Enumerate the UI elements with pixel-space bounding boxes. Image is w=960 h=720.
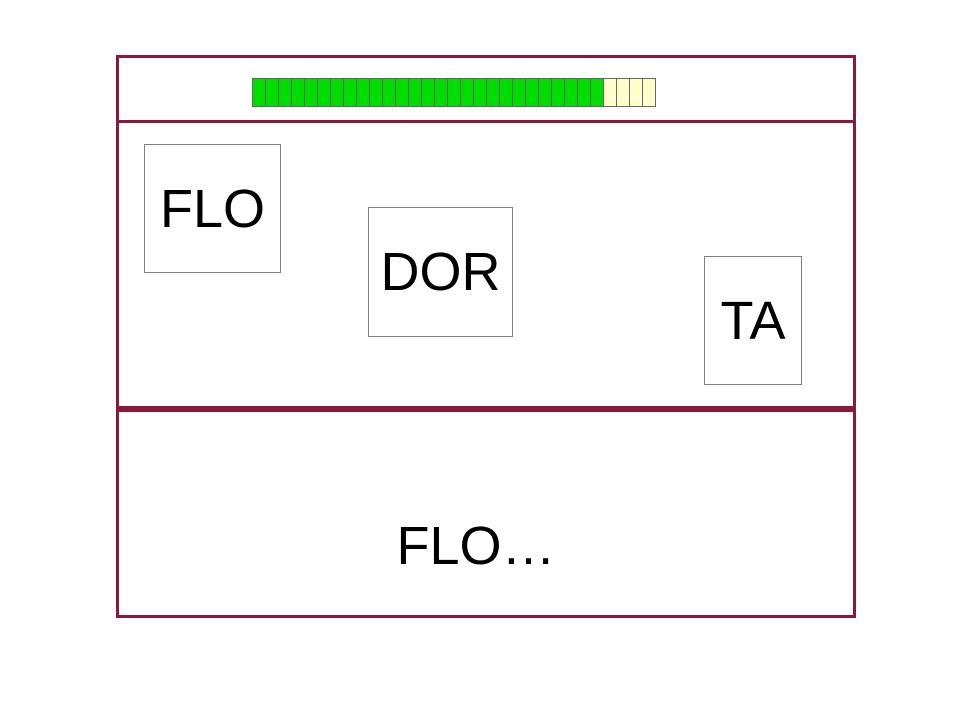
progress-segment-complete — [447, 78, 461, 107]
syllable-label: TA — [720, 290, 786, 351]
syllable-label: FLO — [159, 178, 266, 239]
progress-segment-complete — [512, 78, 526, 107]
progress-segment-complete — [382, 78, 396, 107]
progress-segment-complete — [473, 78, 487, 107]
syllable-label: DOR — [380, 242, 501, 302]
progress-segment-complete — [421, 78, 435, 107]
progress-segment-complete — [343, 78, 357, 107]
progress-segment-remaining — [603, 78, 617, 107]
progress-segment-complete — [291, 78, 305, 107]
answer-text: FLO… — [396, 516, 556, 576]
choices-panel — [116, 55, 856, 412]
progress-segment-remaining — [642, 78, 656, 107]
progress-segment-complete — [551, 78, 565, 107]
progress-bar — [252, 78, 656, 107]
progress-segment-complete — [460, 78, 474, 107]
progress-segment-complete — [538, 78, 552, 107]
answer-panel: FLO… — [116, 406, 856, 618]
progress-segment-complete — [499, 78, 513, 107]
progress-segment-remaining — [616, 78, 630, 107]
progress-segment-complete — [369, 78, 383, 107]
progress-segment-complete — [330, 78, 344, 107]
progress-segment-complete — [356, 78, 370, 107]
progress-header — [119, 58, 853, 123]
progress-segment-complete — [525, 78, 539, 107]
progress-segment-complete — [577, 78, 591, 107]
progress-segment-complete — [434, 78, 448, 107]
progress-segment-complete — [486, 78, 500, 107]
progress-segment-complete — [252, 78, 266, 107]
progress-segment-complete — [278, 78, 292, 107]
progress-segment-complete — [395, 78, 409, 107]
progress-segment-complete — [304, 78, 318, 107]
progress-segment-complete — [265, 78, 279, 107]
progress-segment-complete — [408, 78, 422, 107]
progress-segment-complete — [564, 78, 578, 107]
progress-segment-remaining — [629, 78, 643, 107]
syllable-card-dor[interactable]: DOR — [368, 207, 513, 337]
progress-segment-complete — [590, 78, 604, 107]
syllable-card-flo[interactable]: FLO — [144, 144, 281, 273]
syllable-card-ta[interactable]: TA — [704, 256, 802, 385]
progress-segment-complete — [317, 78, 331, 107]
